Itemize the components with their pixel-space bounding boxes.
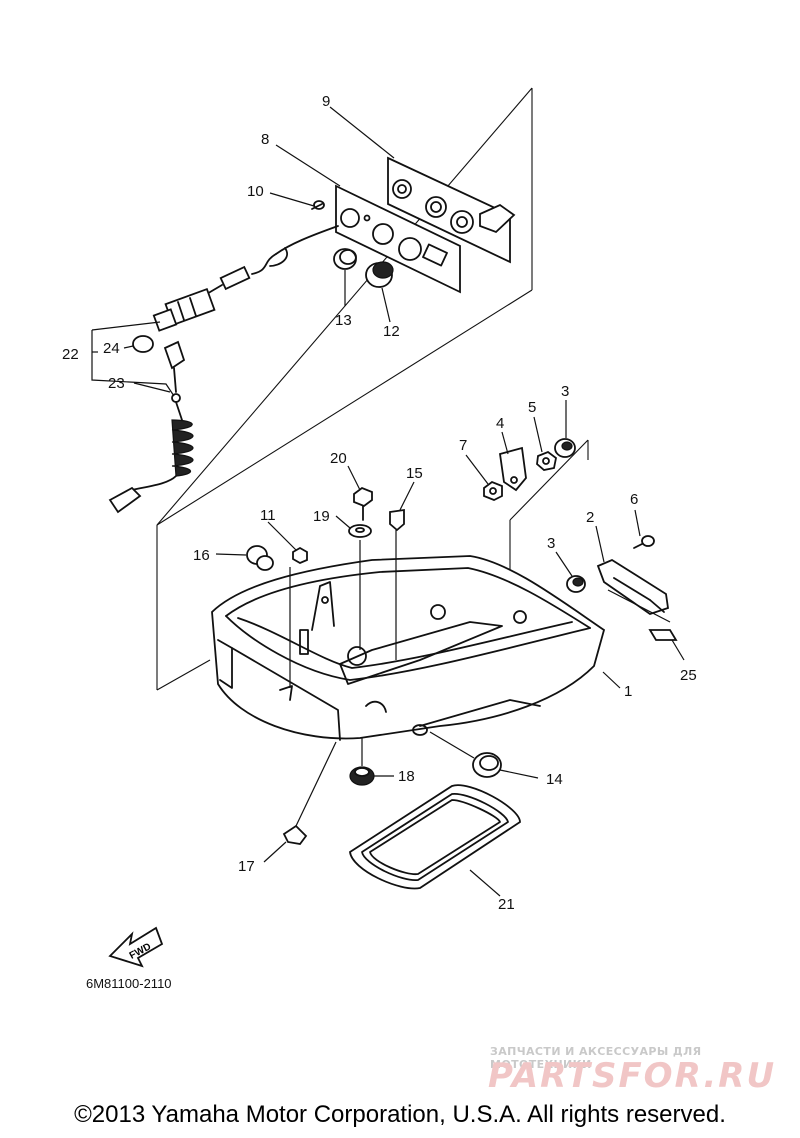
callout-17: 17 [238, 858, 255, 875]
washer-19[interactable] [348, 524, 372, 538]
panel-plate-8[interactable] [335, 184, 461, 294]
upper-assembly-frame [156, 87, 533, 526]
lower-assembly-frame [156, 439, 589, 691]
panel-plate-9[interactable] [387, 156, 516, 264]
callout-24: 24 [103, 340, 120, 357]
clip-17[interactable] [282, 824, 308, 845]
leader-lines [91, 106, 685, 897]
callout-7: 7 [459, 437, 467, 454]
callout-21: 21 [498, 896, 515, 913]
grommet-3-upper[interactable] [554, 438, 576, 458]
nut-7[interactable] [483, 480, 503, 501]
callout-15: 15 [406, 465, 423, 482]
grommet-16[interactable] [246, 545, 274, 571]
nut-11[interactable] [292, 546, 308, 565]
watermark-tagline: ЗАПЧАСТИ И АКСЕССУАРЫ ДЛЯ МОТОТЕХНИКИ [490, 1045, 702, 1071]
callout-22: 22 [62, 346, 79, 363]
lever-bracket-2[interactable] [596, 558, 669, 615]
callout-3: 3 [547, 535, 555, 552]
callout-9: 9 [322, 93, 330, 110]
nut-5[interactable] [536, 450, 557, 471]
callout-18: 18 [398, 768, 415, 785]
fwd-arrow-icon: FWD [108, 926, 164, 968]
cap-24[interactable] [132, 335, 154, 353]
bolt-6[interactable] [633, 535, 655, 549]
callout-13: 13 [335, 312, 352, 329]
bottom-cowling-1[interactable] [211, 555, 606, 741]
callout-4: 4 [496, 415, 504, 432]
callout-25: 25 [680, 667, 697, 684]
callout-2: 2 [586, 509, 594, 526]
bracket-4[interactable] [498, 446, 527, 492]
copyright-notice: ©2013 Yamaha Motor Corporation, U.S.A. A… [74, 1101, 726, 1128]
label-25[interactable] [648, 629, 678, 641]
lanyard-23[interactable] [108, 340, 194, 514]
cap-12[interactable] [365, 261, 394, 288]
callout-14: 14 [546, 771, 563, 788]
grommet-3-lower[interactable] [566, 575, 586, 593]
callout-6: 6 [630, 491, 638, 508]
callout-12: 12 [383, 323, 400, 340]
plug-14[interactable] [472, 752, 502, 778]
grommet-18[interactable] [349, 766, 375, 786]
bolt-20[interactable] [353, 486, 373, 521]
callout-16: 16 [193, 547, 210, 564]
callout-3: 3 [561, 383, 569, 400]
callout-20: 20 [330, 450, 347, 467]
callout-10: 10 [247, 183, 264, 200]
callout-5: 5 [528, 399, 536, 416]
seal-21[interactable] [349, 784, 521, 890]
callout-8: 8 [261, 131, 269, 148]
callout-11: 11 [260, 507, 276, 524]
callout-19: 19 [313, 508, 330, 525]
stop-switch[interactable] [152, 225, 339, 332]
cap-13[interactable] [333, 248, 357, 270]
diagram-code: 6M81100-2110 [86, 976, 172, 991]
callout-23: 23 [108, 375, 125, 392]
callout-1: 1 [624, 683, 632, 700]
plug-15[interactable] [389, 508, 405, 532]
watermark-logo: PARTSFOR.RU [488, 1056, 777, 1096]
callouts: 1 2 3 3 4 5 6 7 8 9 10 11 12 13 14 15 16… [62, 93, 697, 913]
screw-10[interactable] [311, 200, 325, 210]
